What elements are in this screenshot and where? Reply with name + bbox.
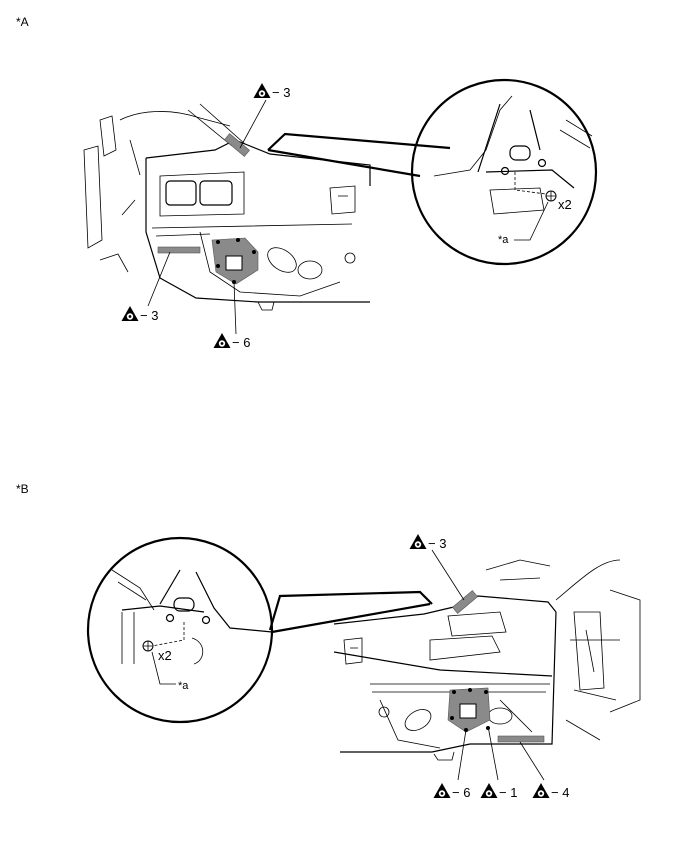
detail-b-label: *a bbox=[178, 680, 189, 692]
detail-a-multiplier: x2 bbox=[558, 197, 572, 212]
bolt-icon-b bbox=[142, 640, 154, 652]
callout-a-top: − 3 bbox=[253, 83, 290, 100]
callout-b-bottom-1-text: − 1 bbox=[499, 785, 517, 800]
detail-a-label: *a bbox=[498, 234, 509, 246]
view-b-tag: *B bbox=[16, 482, 29, 496]
callout-a-left: − 3 bbox=[121, 306, 158, 323]
callout-b-bottom-4-text: − 4 bbox=[551, 785, 569, 800]
callout-a-top-text: − 3 bbox=[272, 85, 290, 100]
bolt-icon-a bbox=[545, 190, 557, 202]
callout-a-left-text: − 3 bbox=[140, 308, 158, 323]
view-b-panel bbox=[268, 549, 641, 781]
callout-a-bottom: − 6 bbox=[213, 333, 250, 350]
callout-a-bottom-text: − 6 bbox=[232, 335, 250, 350]
callout-b-top: − 3 bbox=[409, 534, 446, 551]
view-b-detail: x2 *a bbox=[86, 536, 274, 724]
view-a-panel bbox=[83, 99, 451, 335]
callout-b-bottom-6-text: − 6 bbox=[452, 785, 470, 800]
callout-b-top-text: − 3 bbox=[428, 536, 446, 551]
callout-b-bottom-6: − 6 bbox=[433, 783, 470, 800]
detail-b-multiplier: x2 bbox=[158, 648, 172, 663]
callout-b-bottom-4: − 4 bbox=[532, 783, 569, 800]
callout-b-bottom-1: − 1 bbox=[480, 783, 517, 800]
view-a-tag: *A bbox=[16, 15, 29, 29]
view-a-detail: x2 *a bbox=[410, 78, 598, 266]
